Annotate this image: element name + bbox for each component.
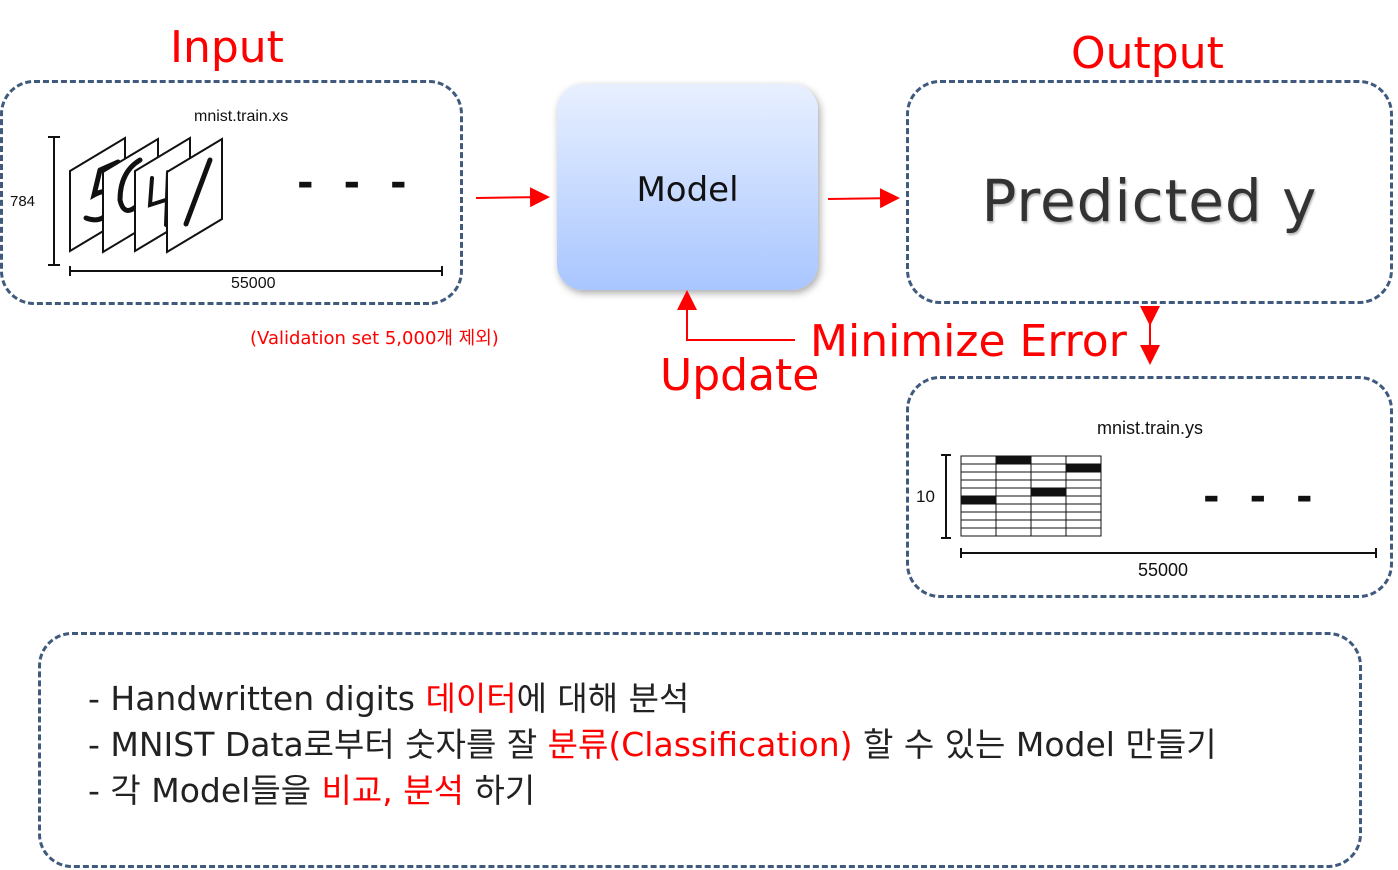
label-height-label: 10	[916, 487, 935, 506]
minimize-error-label: Minimize Error	[810, 316, 1127, 367]
bullet-line: - MNIST Data로부터 숫자를 잘 분류(Classification)…	[88, 722, 1217, 768]
update-feedback-arrow	[677, 290, 795, 341]
bullet-highlight: 데이터	[425, 679, 517, 718]
bullet-text: - MNIST Data로부터 숫자를 잘	[88, 725, 548, 764]
input-panel-title: mnist.train.xs	[194, 108, 289, 125]
input-height-label: 784	[10, 193, 36, 210]
label-width-label: 55000	[1138, 560, 1189, 580]
summary-panel	[38, 632, 1362, 868]
bullet-text: - 각 Model들을	[88, 771, 322, 810]
label-width-dimension	[960, 548, 1377, 558]
input-ellipsis: - - -	[297, 160, 415, 206]
input-height-dimension	[48, 136, 60, 266]
bullet-line: - 각 Model들을 비교, 분석 하기	[88, 768, 1217, 814]
label-height-dimension	[941, 454, 951, 539]
input-width-dimension	[69, 266, 443, 276]
input-to-model-arrow	[475, 187, 550, 208]
label-ellipsis: - - -	[1203, 474, 1321, 520]
bullet-text: - Handwritten digits	[88, 679, 426, 718]
input-width-label: 55000	[231, 275, 276, 292]
summary-bullets: - Handwritten digits 데이터에 대해 분석 - MNIST …	[88, 676, 1217, 814]
bullet-line: - Handwritten digits 데이터에 대해 분석	[88, 676, 1217, 722]
model-box: Model	[557, 84, 818, 290]
bullet-text: 할 수 있는 Model 만들기	[852, 725, 1217, 764]
digit-images	[69, 136, 223, 254]
bullet-highlight: 비교, 분석	[321, 771, 464, 810]
model-to-output-arrow	[827, 188, 900, 209]
label-panel	[906, 376, 1393, 598]
bullet-text: 에 대해 분석	[516, 679, 690, 718]
one-hot-cell	[996, 456, 1031, 464]
output-panel: Predicted y	[906, 80, 1393, 304]
input-panel	[0, 80, 463, 305]
output-title: Output	[1071, 28, 1224, 79]
one-hot-cell	[1066, 464, 1101, 472]
input-title: Input	[170, 22, 284, 73]
update-label: Update	[660, 350, 820, 401]
bullet-text: 하기	[463, 771, 536, 810]
digit-card-1	[166, 137, 223, 254]
validation-note: (Validation set 5,000개 제외)	[250, 328, 499, 349]
predicted-y-label: Predicted y	[981, 167, 1318, 235]
one-hot-cell	[961, 496, 996, 504]
one-hot-cell	[1031, 488, 1066, 496]
label-panel-title: mnist.train.ys	[1097, 418, 1204, 438]
bullet-highlight: 분류(Classification)	[547, 725, 853, 764]
one-hot-grid	[960, 455, 1102, 537]
model-label: Model	[636, 170, 739, 210]
